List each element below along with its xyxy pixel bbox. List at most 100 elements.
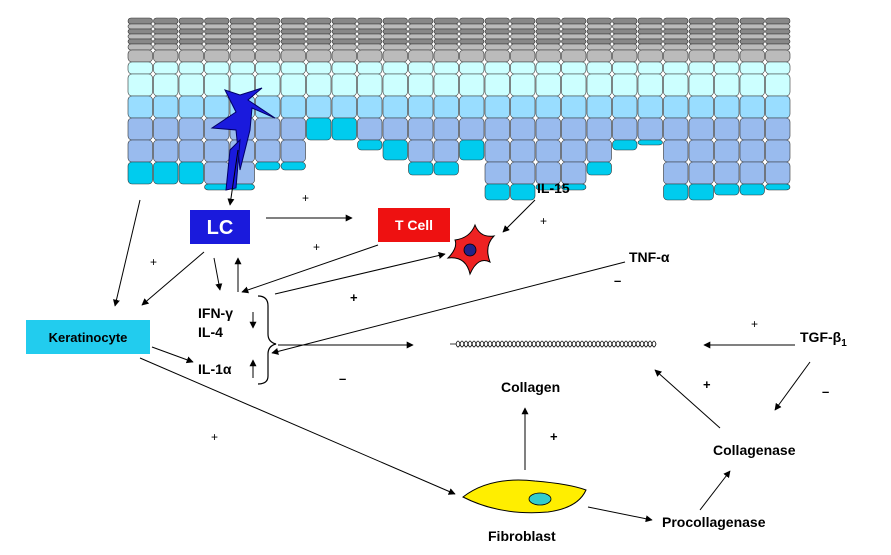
epidermis-cell	[178, 61, 204, 75]
arrow-tnf-to-cytokines	[271, 261, 626, 355]
epidermis-cell	[280, 23, 306, 30]
epidermis-cell	[459, 117, 485, 141]
sign-tgf-minus: –	[822, 384, 829, 399]
epidermis-cell	[280, 17, 306, 25]
ifn-label: IFN-γ	[198, 305, 233, 321]
epidermis-cell	[204, 183, 230, 191]
epidermis-cell	[663, 139, 689, 163]
epidermis-cell	[382, 28, 408, 35]
arrow-collagenase-to-collagen	[654, 369, 721, 429]
epidermis-cell	[382, 17, 408, 25]
epidermis-cell	[586, 161, 612, 176]
epidermis-cell	[255, 117, 281, 141]
procollagenase-label: Procollagenase	[662, 514, 766, 530]
epidermis-cell	[433, 28, 459, 35]
epidermis-cell	[357, 17, 383, 25]
epidermis-cell	[280, 95, 306, 119]
arrow-cytokines-to-tcell-shape	[274, 252, 446, 295]
epidermis-cell	[153, 17, 179, 25]
epidermis-cell	[688, 23, 714, 30]
epidermis-cell	[306, 95, 332, 119]
epidermis-cell	[178, 23, 204, 30]
epidermis-cell	[255, 61, 281, 75]
epidermis-cell	[688, 43, 714, 51]
epidermis-cell	[637, 139, 663, 146]
epidermis-cell	[331, 61, 357, 75]
epidermis-cell	[408, 61, 434, 75]
arrow-procollagenase-to-collagenase	[699, 470, 731, 511]
epidermis-cell	[663, 23, 689, 30]
epidermis-cell	[484, 43, 510, 51]
epidermis-cell	[561, 95, 587, 119]
epidermis-cell	[433, 139, 459, 163]
epidermis-cell	[153, 33, 179, 40]
t-cell-box	[378, 208, 450, 242]
epidermis-cell	[561, 139, 587, 163]
epidermis-cell	[459, 38, 485, 45]
epidermis-cell	[459, 17, 485, 25]
epidermis-cell	[408, 73, 434, 97]
epidermis-cell	[382, 95, 408, 119]
epidermis-cell	[586, 28, 612, 35]
epidermis-cell	[535, 73, 561, 97]
epidermis-cell	[408, 95, 434, 119]
epidermis-cell	[561, 61, 587, 75]
epidermis-cell	[586, 73, 612, 97]
epidermis-cell	[637, 117, 663, 141]
epidermis-cell	[510, 61, 536, 75]
sign-lc-keratinocyte: +	[150, 255, 157, 269]
epidermis-cell	[688, 73, 714, 97]
epidermis-cell	[561, 49, 587, 63]
epidermis-cell	[433, 95, 459, 119]
epidermis-cell	[153, 28, 179, 35]
epidermis-cell	[459, 49, 485, 63]
epidermis-cell	[280, 28, 306, 35]
epidermis-cell	[204, 43, 230, 51]
epidermis-cell	[586, 33, 612, 40]
epidermis-cell	[739, 95, 765, 119]
sign-il15: +	[540, 214, 547, 228]
epidermis-cell	[739, 17, 765, 25]
epidermis-cell	[612, 17, 638, 25]
epidermis-cell	[714, 161, 740, 185]
epidermis-cell	[255, 73, 281, 97]
epidermis-cell	[637, 23, 663, 30]
epidermis-cell	[306, 73, 332, 97]
epidermis-cell	[229, 43, 255, 51]
epidermis-cell	[739, 183, 765, 196]
epidermis-cell	[484, 33, 510, 40]
il1-label: IL-1α	[198, 361, 232, 377]
epidermis-cell	[535, 49, 561, 63]
epidermis-cell	[357, 28, 383, 35]
epidermis-cell	[688, 49, 714, 63]
epidermis-cell	[280, 38, 306, 45]
epidermis-cell	[535, 43, 561, 51]
t-cell-label: T Cell	[395, 217, 433, 233]
epidermis-cell	[688, 33, 714, 40]
epidermis-cell	[561, 117, 587, 141]
epidermis-cell	[178, 49, 204, 63]
epidermis-cell	[433, 49, 459, 63]
epidermis-cell	[331, 28, 357, 35]
sign-fibroblast-collagen: +	[550, 429, 558, 444]
epidermis-cell	[357, 139, 383, 151]
sign-lc-tcell-lower: +	[313, 240, 320, 254]
epidermis-cell	[357, 73, 383, 97]
epidermis-cell	[204, 38, 230, 45]
epidermis-cell	[739, 28, 765, 35]
epidermis-cell	[331, 33, 357, 40]
epidermis-cell	[331, 73, 357, 97]
epidermis-cell	[382, 73, 408, 97]
epidermis-cell	[561, 183, 587, 191]
epidermis-cell	[637, 95, 663, 119]
epidermis-cell	[535, 23, 561, 30]
epidermis-cell	[663, 117, 689, 141]
epidermis-cell	[612, 28, 638, 35]
epidermis-cell	[127, 161, 153, 185]
epidermis-cell	[688, 38, 714, 45]
epidermis-cell	[510, 95, 536, 119]
sign-tnf-minus: –	[614, 273, 621, 288]
epidermis-cell	[229, 33, 255, 40]
epidermis-cell	[663, 73, 689, 97]
epidermis-cell	[765, 33, 791, 40]
